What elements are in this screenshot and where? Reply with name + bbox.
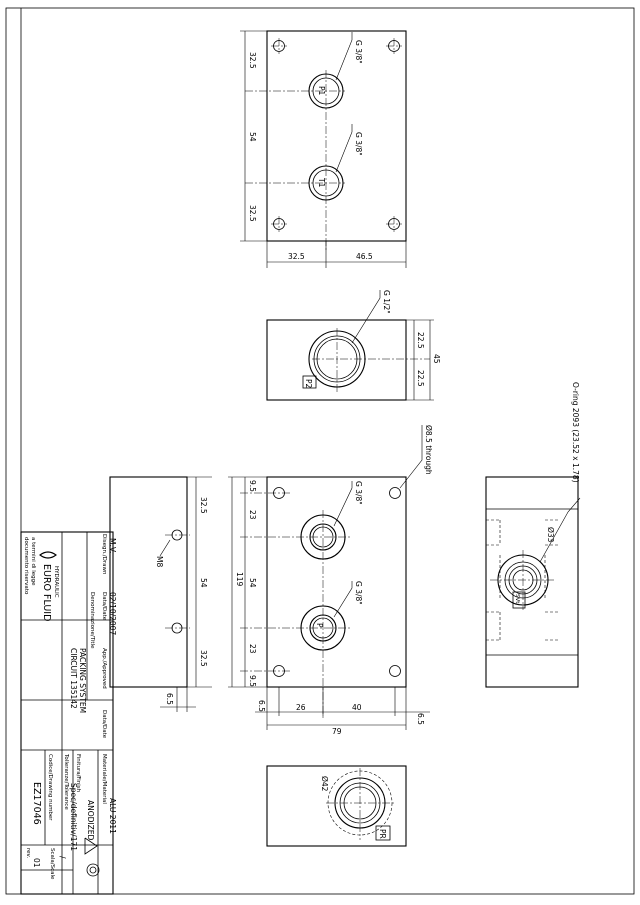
company-logo bbox=[39, 551, 57, 559]
date-label: Data/Date bbox=[101, 592, 107, 621]
bottom-view: Ø42 PR bbox=[266, 765, 407, 847]
title-label: Denominazione/Title bbox=[89, 592, 95, 649]
dimension-value: 45 bbox=[432, 354, 441, 364]
oring-callout: O-ring 2093 (23.52 x 1.78) bbox=[571, 382, 580, 483]
thread-callout: G 1/2" bbox=[382, 290, 391, 314]
code-label: Codice/Drawing number bbox=[47, 754, 53, 821]
dimension-value: 23 bbox=[248, 510, 257, 520]
rev-value: 01 bbox=[32, 858, 41, 868]
thread-callout: G 3/8" bbox=[354, 132, 363, 156]
material-value: ALU 2011 bbox=[108, 798, 117, 834]
drawing-frame bbox=[5, 7, 635, 895]
front-view: G 3/8" G 3/8" Ø8.5 through P 9.5 23 54 2… bbox=[228, 425, 433, 736]
dimension-value: 46.5 bbox=[356, 252, 373, 261]
dimension-value: 119 bbox=[235, 572, 244, 587]
confidential-notice: documento riservato bbox=[23, 537, 29, 595]
dimension-value: 54 bbox=[248, 132, 257, 142]
scale-value: / bbox=[58, 856, 67, 859]
drawn-label: Disegn./Drawn bbox=[101, 534, 107, 575]
right-view-block bbox=[485, 476, 579, 688]
port-label: PR bbox=[378, 829, 387, 839]
bottom-view-block bbox=[266, 765, 407, 847]
drawing-subtitle: CIRCUIT 135142 bbox=[69, 648, 78, 709]
rev-label: rev. bbox=[25, 848, 31, 858]
title-block-frame bbox=[20, 531, 114, 895]
drawing-number: EZ17046 bbox=[31, 782, 42, 825]
dimension-value: 22.5 bbox=[416, 370, 425, 387]
left-view: M8 32.5 54 32.5 6.5 bbox=[109, 476, 212, 712]
thread-callout: M8 bbox=[155, 556, 164, 567]
dimension-value: 6.5 bbox=[257, 700, 266, 712]
tolerance-value: Spec/definitiv/171 bbox=[69, 783, 78, 851]
drawn-value: M.V. bbox=[108, 538, 117, 553]
dimension-value: 54 bbox=[248, 578, 257, 588]
dimension-value: 9.5 bbox=[248, 480, 257, 492]
diameter-callout: Ø33 bbox=[546, 527, 555, 543]
projection-symbol bbox=[84, 837, 98, 855]
thread-callout: G 3/8" bbox=[354, 40, 363, 64]
port-label: SVt bbox=[514, 594, 520, 604]
dimension-value: 6.5 bbox=[416, 713, 425, 725]
approved-label: App./Approved bbox=[101, 648, 107, 689]
dimension-value: 26 bbox=[296, 703, 306, 712]
date-value: 02/10/2007 bbox=[108, 592, 117, 635]
date2-label: Data/Date bbox=[101, 710, 107, 739]
top-view: P1 T1 G 3/8" G 3/8" 32.5 54 32.5 32.5 46… bbox=[240, 30, 407, 268]
side-view: G 1/2" P2 22.5 22.5 45 bbox=[266, 290, 441, 401]
scale-label: Scala/Scale bbox=[49, 848, 55, 880]
logo-text: EURO FLUID bbox=[41, 564, 52, 621]
side-view-block bbox=[266, 319, 407, 401]
through-hole-note: Ø8.5 through bbox=[424, 425, 433, 475]
port-label: T1 bbox=[317, 177, 326, 188]
dimension-value: 22.5 bbox=[416, 332, 425, 349]
logo-tagline: HYDRAULIC bbox=[53, 566, 59, 598]
right-view: O-ring 2093 (23.52 x 1.78) Ø33 SVt bbox=[485, 382, 581, 688]
port-label: P1 bbox=[317, 86, 326, 96]
dimension-value: 54 bbox=[199, 578, 208, 588]
top-view-block bbox=[266, 30, 407, 242]
left-view-block bbox=[109, 476, 188, 688]
dimension-value: 32.5 bbox=[199, 497, 208, 514]
finish-value: ANODIZED bbox=[86, 800, 95, 841]
port-label: P2 bbox=[304, 379, 313, 389]
dimension-value: 32.5 bbox=[248, 52, 257, 69]
confidential-notice: a termini di legge bbox=[30, 537, 36, 586]
diameter-callout: Ø42 bbox=[320, 776, 329, 792]
material-label: Materiale/Material bbox=[101, 754, 107, 804]
dimension-value: 79 bbox=[332, 727, 342, 736]
thread-callout: G 3/8" bbox=[354, 481, 363, 505]
dimension-value: 32.5 bbox=[199, 650, 208, 667]
dimension-value: 32.5 bbox=[288, 252, 305, 261]
dimension-value: 40 bbox=[352, 703, 362, 712]
finish-label: Finitura/Finish bbox=[75, 754, 81, 793]
dimension-value: 6.5 bbox=[165, 693, 174, 705]
mounting-hole bbox=[389, 487, 401, 499]
mounting-hole bbox=[389, 665, 401, 677]
title-block: documento riservato a termini di legge E… bbox=[20, 531, 117, 895]
thread-callout: G 3/8" bbox=[354, 581, 363, 605]
dimension-value: 9.5 bbox=[248, 675, 257, 687]
front-view-block bbox=[266, 476, 407, 688]
tolerance-label: Tolleranze/Tolerance bbox=[63, 753, 69, 810]
projection-symbol bbox=[86, 863, 100, 877]
port-label: P bbox=[315, 623, 324, 628]
drawing-title: PACKING SYSTEM bbox=[78, 648, 87, 713]
dimension-value: 23 bbox=[248, 644, 257, 654]
dimension-value: 32.5 bbox=[248, 205, 257, 222]
